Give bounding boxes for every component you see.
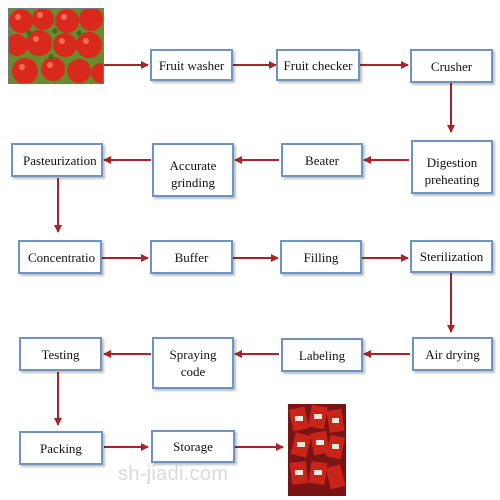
step-label: Fruit washer — [158, 57, 225, 73]
step-labeling: Labeling — [281, 338, 363, 372]
step-label: Labeling — [298, 347, 346, 363]
tomatoes-image — [8, 8, 104, 84]
step-fruit-checker: Fruit checker — [276, 49, 360, 81]
step-label: Spraying code — [169, 347, 217, 379]
step-label: Crusher — [430, 58, 473, 74]
step-label: Filling — [303, 249, 339, 265]
step-label: Beater — [305, 152, 339, 168]
step-fruit-washer: Fruit washer — [150, 49, 233, 81]
step-label: Concentratio — [28, 249, 96, 265]
step-label: Accurate grinding — [169, 158, 217, 190]
step-label: Sterilization — [419, 249, 484, 264]
step-sterilization: Sterilization — [410, 240, 493, 273]
step-beater: Beater — [281, 143, 363, 177]
step-label: Digestion preheating — [424, 155, 480, 187]
step-packing: Packing — [19, 431, 103, 465]
step-label: Storage — [173, 439, 213, 454]
step-label: Testing — [41, 346, 80, 362]
step-crusher: Crusher — [410, 49, 493, 83]
watermark-text: sh-jiadi.com — [118, 463, 229, 485]
step-digestion-preheating: Digestion preheating — [411, 140, 493, 194]
step-pasteurization: Pasteurization — [11, 143, 103, 177]
step-label: Air drying — [425, 346, 480, 362]
step-concentratio: Concentratio — [18, 240, 102, 274]
step-storage: Storage — [151, 430, 235, 463]
step-label: Fruit checker — [283, 57, 353, 73]
step-accurate-grinding: Accurate grinding — [152, 143, 234, 197]
step-label: Buffer — [174, 249, 209, 265]
step-air-drying: Air drying — [412, 337, 493, 371]
packaged-product-image — [288, 404, 346, 496]
step-testing: Testing — [19, 337, 102, 371]
step-filling: Filling — [280, 240, 362, 274]
step-buffer: Buffer — [150, 240, 233, 274]
step-label: Packing — [40, 440, 82, 456]
step-label: Pasteurization — [23, 152, 97, 168]
step-spraying-code: Spraying code — [152, 337, 234, 389]
